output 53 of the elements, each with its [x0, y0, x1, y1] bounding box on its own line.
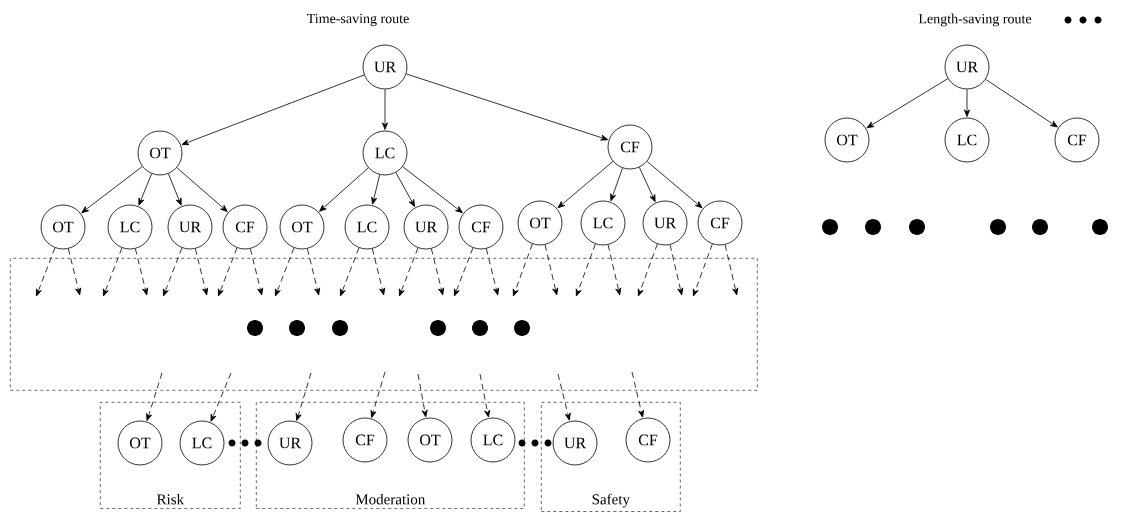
- arrow: [395, 172, 415, 207]
- arrow: [557, 373, 571, 421]
- arrow: [610, 167, 623, 202]
- arrow: [557, 161, 614, 209]
- arrow: [210, 372, 232, 422]
- arrow: [405, 73, 609, 141]
- arrow: [631, 371, 645, 418]
- route-title: Time-saving route: [307, 13, 409, 27]
- arrow: [146, 372, 163, 421]
- arrow: [371, 248, 386, 296]
- arrow: [370, 371, 386, 418]
- arrow: [274, 247, 295, 297]
- arrow: [36, 247, 56, 297]
- arrow: [512, 243, 533, 297]
- arrow: [339, 247, 360, 297]
- arrow: [964, 89, 970, 117]
- arrow: [102, 247, 123, 297]
- arrow: [138, 173, 152, 206]
- arrow: [81, 166, 143, 214]
- arrow: [453, 247, 474, 297]
- arrow: [168, 173, 182, 206]
- arrow: [692, 243, 713, 297]
- arrow: [646, 161, 703, 209]
- dashed-box: [10, 258, 758, 391]
- arrow: [217, 247, 238, 297]
- arrow: [382, 89, 388, 130]
- arrow: [295, 372, 312, 421]
- arrow: [637, 243, 658, 297]
- route-title: Length-saving route: [918, 13, 1032, 27]
- arrow: [181, 74, 365, 146]
- arrow: [985, 78, 1058, 128]
- arrow: [371, 174, 381, 205]
- arrow: [194, 248, 209, 296]
- arrow: [485, 248, 500, 296]
- arrow: [430, 248, 445, 296]
- arrow: [398, 247, 419, 297]
- arrow: [134, 248, 149, 296]
- arrow: [544, 244, 559, 296]
- arrow: [176, 167, 228, 212]
- arrow: [306, 248, 321, 296]
- arrow: [417, 373, 428, 418]
- arrow: [638, 166, 656, 203]
- arrow: [402, 166, 463, 214]
- arrow: [866, 78, 949, 129]
- arrow: [67, 248, 82, 296]
- arrow: [319, 167, 369, 212]
- arrow: [575, 243, 596, 297]
- arrow: [249, 248, 264, 296]
- arrow: [479, 373, 491, 418]
- arrow: [724, 244, 739, 296]
- arrow: [669, 244, 684, 296]
- arrow: [163, 247, 183, 297]
- arrow: [607, 244, 622, 296]
